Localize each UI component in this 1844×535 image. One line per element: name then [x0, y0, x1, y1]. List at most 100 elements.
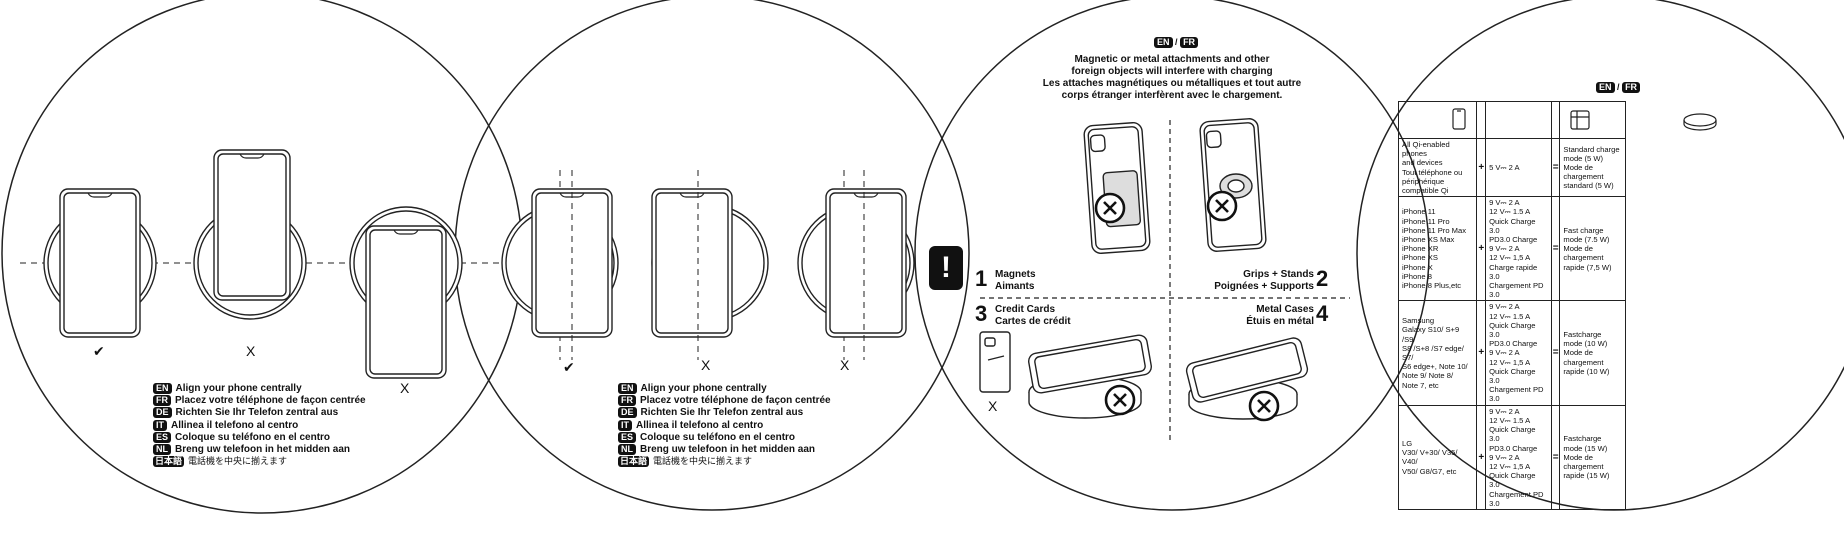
- lang-separator: /: [1617, 82, 1620, 92]
- input-line: Quick Charge 3.0: [1489, 366, 1536, 386]
- adapter-column-header: [1485, 101, 1552, 139]
- panel2-wrong-mark: X: [840, 357, 850, 373]
- mode-line: Standard charge: [1563, 144, 1620, 154]
- mode-line: rapide (15 W): [1563, 471, 1610, 481]
- item-label-3: Credit Cards Cartes de crédit: [995, 304, 1071, 327]
- equals-sign: =: [1550, 404, 1561, 510]
- panel4-circle: [1356, 0, 1844, 511]
- instruction-text: Placez votre téléphone de façon centrée: [640, 395, 831, 407]
- input-line: 12 V⎓ 1.5 A: [1489, 207, 1531, 217]
- mode-line: Fastcharge mode (15 W): [1563, 434, 1608, 453]
- lang-tag-fr: FR: [1180, 37, 1199, 48]
- instruction-text: 電話機を中央に揃えます: [188, 457, 288, 468]
- input-line: PD3.0 Charge: [1489, 443, 1538, 453]
- credit-card-wrong-mark: X: [988, 398, 998, 414]
- item-number-3: 3: [975, 301, 988, 326]
- input-line: 9 V⎓ 2 A: [1489, 406, 1520, 416]
- instruction-text: Breng uw telefoon in het midden aan: [640, 444, 816, 456]
- device-line: iPhone XR: [1402, 244, 1439, 254]
- panel1-correct-mark: ✔: [93, 343, 105, 359]
- panel2-alignment-diagram: [501, 170, 915, 360]
- panel1-wrong-mark: X: [246, 343, 256, 359]
- device-line: iPhone 11 Pro Max: [1402, 225, 1467, 235]
- panel3-warning-text: Magnetic or metal attachments and other …: [1002, 54, 1342, 102]
- mode-line: rapide (10 W): [1563, 366, 1610, 376]
- mode-cell: Fastcharge mode (15 W) Mode de chargemen…: [1559, 404, 1626, 510]
- instruction-text: Breng uw telefoon in het midden aan: [175, 444, 351, 456]
- instruction-fr: FR Placez votre téléphone de façon centré…: [618, 395, 831, 407]
- input-line: 9 V⎓ 2 A: [1489, 244, 1520, 254]
- item-label-en: Grips + Stands: [1243, 269, 1314, 280]
- input-line: 12 V⎓ 1,5 A: [1489, 253, 1531, 263]
- lang-separator: /: [1175, 37, 1178, 47]
- lang-tag: FR: [618, 395, 636, 407]
- device-cell: All Qi-enabled phones and devices Tout t…: [1397, 137, 1478, 198]
- item-label-en: Credit Cards: [995, 304, 1056, 315]
- table-row: All Qi-enabled phones and devices Tout t…: [1397, 137, 1626, 198]
- device-line: iPhone 11 Pro: [1402, 216, 1450, 226]
- panel1-wrong-mark: X: [400, 380, 410, 396]
- device-line: périphérique compatible Qi: [1402, 176, 1449, 196]
- device-line: and devices: [1402, 158, 1443, 168]
- lang-tag: NL: [618, 444, 636, 456]
- lang-tag-en: EN: [1596, 82, 1615, 93]
- panel3-interference-diagram: [979, 118, 1350, 440]
- mode-line: Mode de chargement: [1563, 163, 1604, 182]
- warning-line: corps étranger interfèrent avec le charg…: [1061, 90, 1283, 101]
- equals-sign: =: [1550, 300, 1561, 406]
- instruction-text: Allinea il telefono al centro: [171, 419, 299, 431]
- input-line: Quick Charge 3.0: [1489, 425, 1536, 444]
- lang-tag: 日本語: [618, 456, 650, 468]
- item-label-en: Metal Cases: [1256, 304, 1314, 315]
- panel2-correct-mark: ✔: [563, 359, 575, 375]
- alert-icon: !: [929, 246, 963, 290]
- lang-tag: FR: [153, 395, 171, 407]
- instruction-text: 電話機を中央に揃えます: [653, 457, 753, 468]
- panel2-wrong-mark: X: [701, 357, 711, 373]
- item-label-2: Grips + Stands Poignées + Supports: [1190, 269, 1314, 292]
- input-cell: 5 V⎓ 2 A: [1485, 137, 1552, 198]
- instruction-jp: 日本語電話機を中央に揃えます: [153, 456, 366, 468]
- instruction-text: Placez votre téléphone de façon centrée: [175, 395, 366, 407]
- device-line: iPhone XS Max: [1402, 235, 1455, 245]
- input-line: Chargement PD 3.0: [1489, 385, 1544, 404]
- input-line: Quick Charge 3.0: [1489, 320, 1536, 340]
- instruction-text: Align your phone centrally: [640, 383, 767, 394]
- instruction-nl: NL Breng uw telefoon in het midden aan: [618, 444, 831, 456]
- input-line: Chargement PD 3.0: [1489, 489, 1544, 508]
- input-line: 9 V⎓ 2 A: [1489, 452, 1520, 462]
- device-line: Samsung: [1402, 316, 1435, 326]
- lang-tag: ES: [618, 431, 637, 443]
- instruction-jp: 日本語電話機を中央に揃えます: [618, 456, 831, 468]
- plus-sign: +: [1476, 137, 1487, 198]
- lang-tag: DE: [153, 407, 172, 419]
- input-cell: 9 V⎓ 2 A 12 V⎓ 1.5 A Quick Charge 3.0 PD…: [1485, 404, 1552, 510]
- panel3-language-tags: EN / FR: [1154, 37, 1199, 48]
- instruction-fr: FR Placez votre téléphone de façon centré…: [153, 395, 366, 407]
- item-number-4: 4: [1316, 301, 1329, 326]
- input-cell: 9 V⎓ 2 A 12 V⎓ 1.5 A Quick Charge 3.0 PD…: [1485, 300, 1552, 406]
- item-label-fr: Étuis en métal: [1246, 315, 1314, 327]
- lang-tag: 日本語: [153, 456, 185, 468]
- mode-line: Mode de chargement: [1563, 348, 1604, 367]
- lang-tag: EN: [153, 383, 172, 394]
- item-label-fr: Aimants: [995, 280, 1035, 292]
- lang-tag: EN: [618, 383, 637, 394]
- instruction-text: Coloque su teléfono en el centro: [640, 431, 796, 443]
- item-label-en: Magnets: [995, 269, 1036, 280]
- equals-sign: =: [1550, 137, 1561, 198]
- input-line: Quick Charge 3.0: [1489, 216, 1536, 235]
- warning-line: Magnetic or metal attachments and other: [1074, 54, 1270, 65]
- device-line: iPhone XS: [1402, 253, 1438, 263]
- item-label-1: Magnets Aimants: [995, 269, 1036, 292]
- device-column-header: [1397, 101, 1478, 139]
- input-line: Charge rapide 3.0: [1489, 262, 1538, 281]
- input-line: Quick Charge 3.0: [1489, 471, 1536, 490]
- device-line: Note 9/ Note 8/: [1402, 371, 1454, 381]
- device-line: iPhone X: [1402, 262, 1433, 272]
- device-line: V50/ G8/G7, etc: [1402, 466, 1457, 476]
